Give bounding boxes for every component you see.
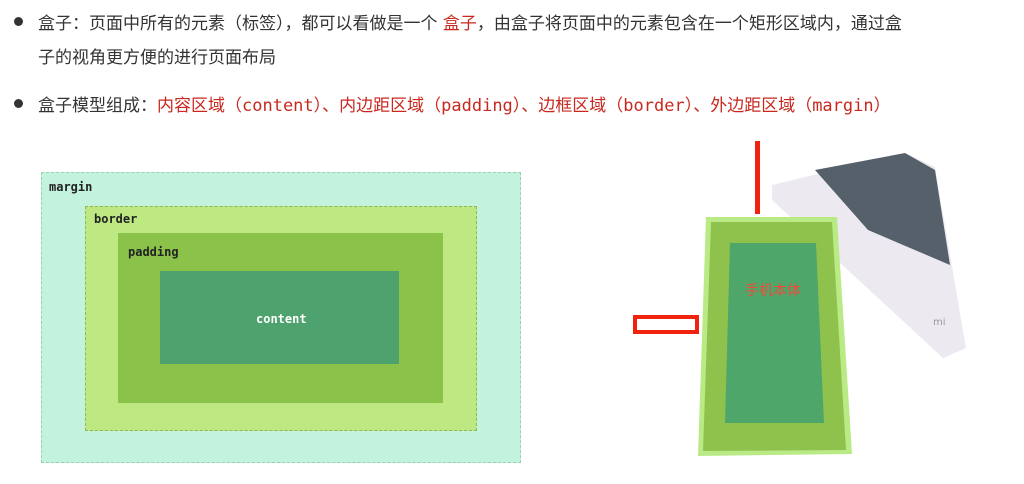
bullet-box-definition: 盒子：页面中所有的元素（标签），都可以看做是一个 盒子，由盒子将页面中的元素包含… [38, 9, 902, 34]
bullet-dot [14, 17, 23, 26]
bullet-dot [14, 99, 23, 108]
text: 盒子模型组成： [38, 96, 157, 116]
padding-label: padding [128, 245, 179, 259]
bullet-box-definition-line2: 子的视角更方便的进行页面布局 [38, 48, 276, 68]
bullet-box-model-parts: 盒子模型组成：内容区域（content）、内边距区域（padding）、边框区域… [38, 91, 891, 116]
text: 盒子：页面中所有的元素（标签），都可以看做是一个 [38, 14, 443, 34]
border-label: border [94, 212, 138, 226]
content-label: content [256, 312, 307, 326]
box-photo [815, 153, 950, 265]
content-area [160, 271, 399, 364]
highlight: 内容区域（content）、内边距区域（padding）、边框区域（border… [157, 96, 891, 116]
box-logo: mi [933, 317, 946, 328]
margin-indicator-vertical [755, 141, 760, 214]
phone-label: 手机本体 [745, 283, 801, 299]
highlight: 盒子 [442, 14, 477, 34]
margin-label: margin [49, 180, 93, 194]
phone-content [725, 243, 824, 423]
margin-indicator-horizontal [633, 315, 699, 334]
text: ，由盒子将页面中的元素包含在一个矩形区域内，通过盒 [476, 14, 902, 34]
